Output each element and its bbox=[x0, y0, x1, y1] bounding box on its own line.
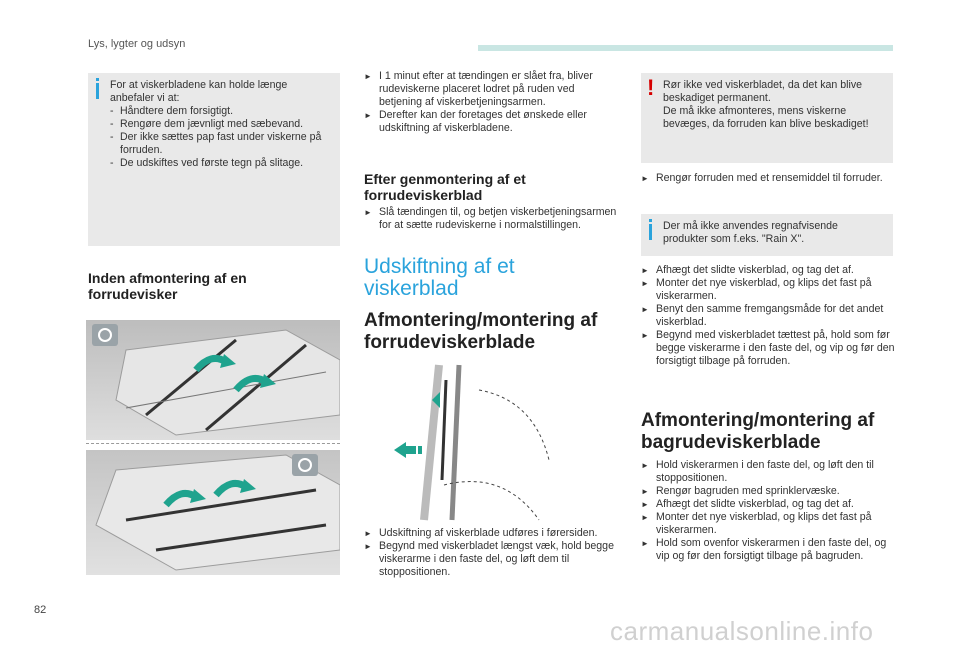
info-text: Der må ikke anvendes regnafvisende produ… bbox=[663, 220, 838, 245]
section-title-replacement: Udskiftning af et viskerblad bbox=[364, 255, 515, 300]
care-list: Håndtere dem forsigtigt. Rengøre dem jæv… bbox=[110, 105, 332, 170]
care-info-note: For at viskerbladene kan holde længe anb… bbox=[88, 73, 340, 246]
warning-note: ! Rør ikke ved viskerbladet, da det kan … bbox=[641, 73, 893, 163]
column-2-front-steps: Udskiftning af viskerblade udføres i før… bbox=[364, 527, 618, 579]
list-item: Afhægt det slidte viskerblad, og tag det… bbox=[641, 264, 895, 277]
list-item: Udskiftning af viskerblade udføres i før… bbox=[364, 527, 618, 540]
info-icon bbox=[96, 78, 99, 99]
list-item: Benyt den samme fremgangsmåde for det an… bbox=[641, 303, 895, 329]
note-intro: For at viskerbladene kan holde længe anb… bbox=[110, 79, 288, 104]
heading-before-removal: Inden afmontering af en forrudevisker bbox=[88, 270, 247, 302]
clean-bullets: Rengør forruden med et rensemiddel til f… bbox=[641, 172, 895, 185]
list-item: Derefter kan der foretages det ønskede e… bbox=[364, 109, 618, 135]
column-3-rear-steps: Hold viskerarmen i den faste del, og løf… bbox=[641, 459, 895, 563]
list-item: Hold viskerarmen i den faste del, og løf… bbox=[641, 459, 895, 485]
column-3-clean: Rengør forruden med et rensemiddel til f… bbox=[641, 172, 895, 185]
rear-wiper-steps: Hold viskerarmen i den faste del, og løf… bbox=[641, 459, 895, 563]
windscreen-illustration-top bbox=[86, 320, 341, 440]
warning-text: Rør ikke ved viskerbladet, da det kan bl… bbox=[663, 79, 869, 130]
list-item: De udskiftes ved første tegn på slitage. bbox=[110, 157, 332, 170]
warning-icon: ! bbox=[647, 75, 655, 100]
front-wiper-bullets: Udskiftning af viskerblade udføres i før… bbox=[364, 527, 618, 579]
list-item: Rengør bagruden med sprinklervæske. bbox=[641, 485, 895, 498]
watermark-text: carmanualsonline.info bbox=[610, 616, 874, 646]
list-item: Monter det nye viskerblad, og klips det … bbox=[641, 277, 895, 303]
section-header-title: Lys, lygter og udsyn bbox=[88, 38, 186, 50]
column-2-refit: Slå tændingen til, og betjen viskerbetje… bbox=[364, 206, 618, 232]
column-2-top: I 1 minut efter at tændingen er slået fr… bbox=[364, 70, 618, 135]
list-item: Rengøre dem jævnligt med sæbevand. bbox=[110, 118, 332, 131]
list-item: Rengør forruden med et rensemiddel til f… bbox=[641, 172, 895, 185]
list-item: Begynd med viskerbladet længst væk, hold… bbox=[364, 540, 618, 579]
rain-x-info-note: Der må ikke anvendes regnafvisende produ… bbox=[641, 214, 893, 256]
list-item: Afhægt det slidte viskerblad, og tag det… bbox=[641, 498, 895, 511]
windscreen-illustration-bottom bbox=[86, 450, 341, 575]
list-item: I 1 minut efter at tændingen er slået fr… bbox=[364, 70, 618, 109]
column-3-steps: Afhægt det slidte viskerblad, og tag det… bbox=[641, 264, 895, 368]
info-icon bbox=[649, 219, 652, 240]
refit-bullets: Slå tændingen til, og betjen viskerbetje… bbox=[364, 206, 618, 232]
replacement-steps: Afhægt det slidte viskerblad, og tag det… bbox=[641, 264, 895, 368]
illustration-divider bbox=[86, 443, 340, 444]
heading-rear-wiper: Afmontering/montering af bagrudeviskerbl… bbox=[641, 410, 875, 453]
heading-front-wipers: Afmontering/montering af forrudeviskerbl… bbox=[364, 310, 598, 353]
list-item: Hold som ovenfor viskerarmen i den faste… bbox=[641, 537, 895, 563]
list-item: Der ikke sættes pap fast under viskerne … bbox=[110, 131, 332, 157]
header-accent-bar bbox=[478, 45, 893, 51]
list-item: Slå tændingen til, og betjen viskerbetje… bbox=[364, 206, 618, 232]
list-item: Begynd med viskerbladet tættest på, hold… bbox=[641, 329, 895, 368]
list-item: Monter det nye viskerblad, og klips det … bbox=[641, 511, 895, 537]
page-number: 82 bbox=[34, 604, 47, 616]
heading-after-refit: Efter genmontering af et forrudeviskerbl… bbox=[364, 171, 526, 203]
wiper-blade-illustration bbox=[384, 360, 554, 525]
wiper-position-bullets: I 1 minut efter at tændingen er slået fr… bbox=[364, 70, 618, 135]
list-item: Håndtere dem forsigtigt. bbox=[110, 105, 332, 118]
